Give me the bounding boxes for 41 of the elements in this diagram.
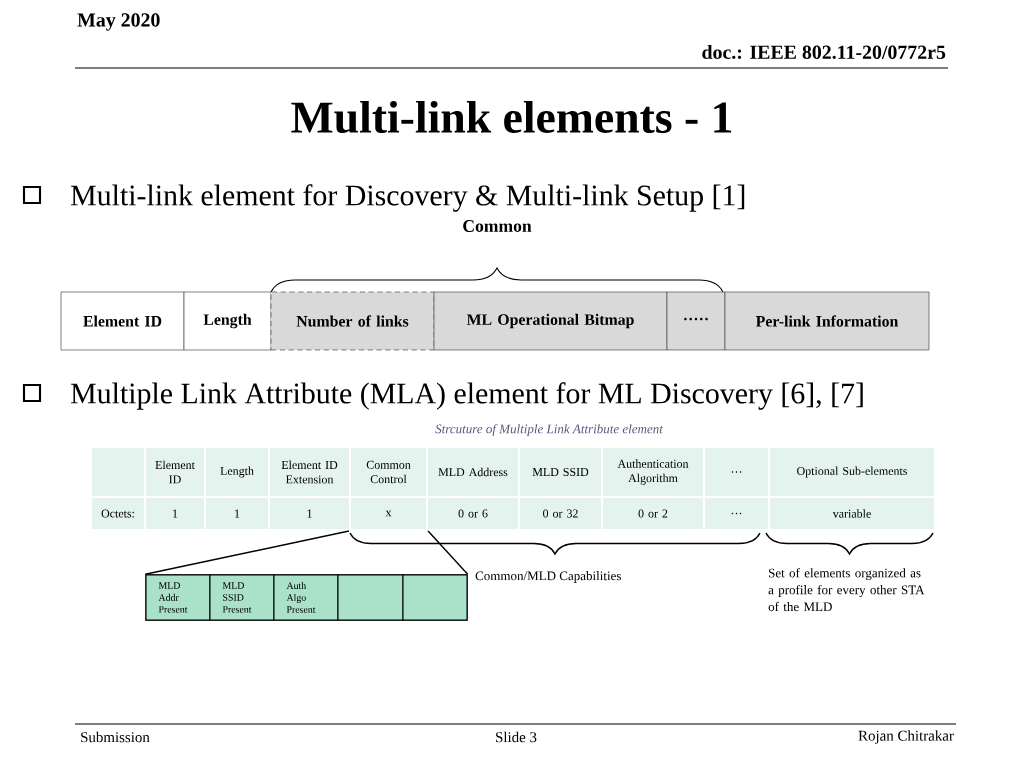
bitmap-cell — [337, 574, 404, 621]
header-date: May 2020 — [77, 13, 160, 31]
brace-label: Set of elements organized as a profile for every other STA of the MLD — [768, 568, 925, 612]
table-cell: Octets: — [89, 495, 147, 532]
table-cell: Common Control — [348, 445, 429, 499]
table-cell: MLD Address — [425, 445, 521, 499]
zoom-line — [427, 530, 469, 575]
table-cell: 0 or 6 — [425, 495, 521, 532]
bitmap-cell: MLD Addr Present — [145, 574, 211, 621]
footer-text: Submission — [81, 731, 150, 743]
bullet-text: Multi-link element for Discovery & Multi-link Setup [1] — [70, 184, 745, 212]
table-cell: 1 — [203, 495, 271, 532]
brace-label: Common/MLD Capabilities — [475, 571, 621, 583]
field-box: Length — [183, 291, 272, 351]
slide-number: Slide 3 — [496, 731, 537, 743]
bitmap-cell — [402, 574, 468, 621]
brace-label: Common — [463, 220, 532, 232]
footer-author: Rojan Chitrakar — [858, 730, 954, 744]
table-caption: Strcuture of Multiple Link Attribute element — [435, 424, 664, 436]
table-cell: Element ID Extension — [267, 445, 352, 499]
bitmap-cell: Auth Algo Present — [273, 574, 339, 621]
table-cell: … — [702, 495, 771, 532]
zoom-line — [144, 530, 350, 575]
table-cell: Element ID — [143, 445, 207, 499]
table-cell: MLD SSID — [517, 445, 604, 499]
bitmap-cell: MLD SSID Present — [209, 574, 275, 621]
table-cell: 0 or 2 — [600, 495, 706, 532]
table-cell: Length — [203, 445, 271, 499]
table-cell: 0 or 32 — [517, 495, 604, 532]
table-cell: 1 — [143, 495, 207, 532]
field-box: ····· — [666, 291, 726, 351]
table-cell — [89, 445, 147, 499]
bullet-text: Multiple Link Attribute (MLA) element for ML Discovery [6], [7] — [70, 382, 863, 410]
document-id: doc.: IEEE 802.11-20/0772r5 — [702, 44, 946, 59]
table-cell: Authentication Algorithm — [600, 445, 706, 499]
field-box: Number of links — [270, 291, 435, 351]
table-cell: … — [702, 445, 771, 499]
table-cell: x — [348, 495, 429, 532]
slide-title: Multi-link elements - 1 — [291, 100, 732, 134]
field-box: Element ID — [60, 291, 185, 351]
table-cell: 1 — [267, 495, 352, 532]
